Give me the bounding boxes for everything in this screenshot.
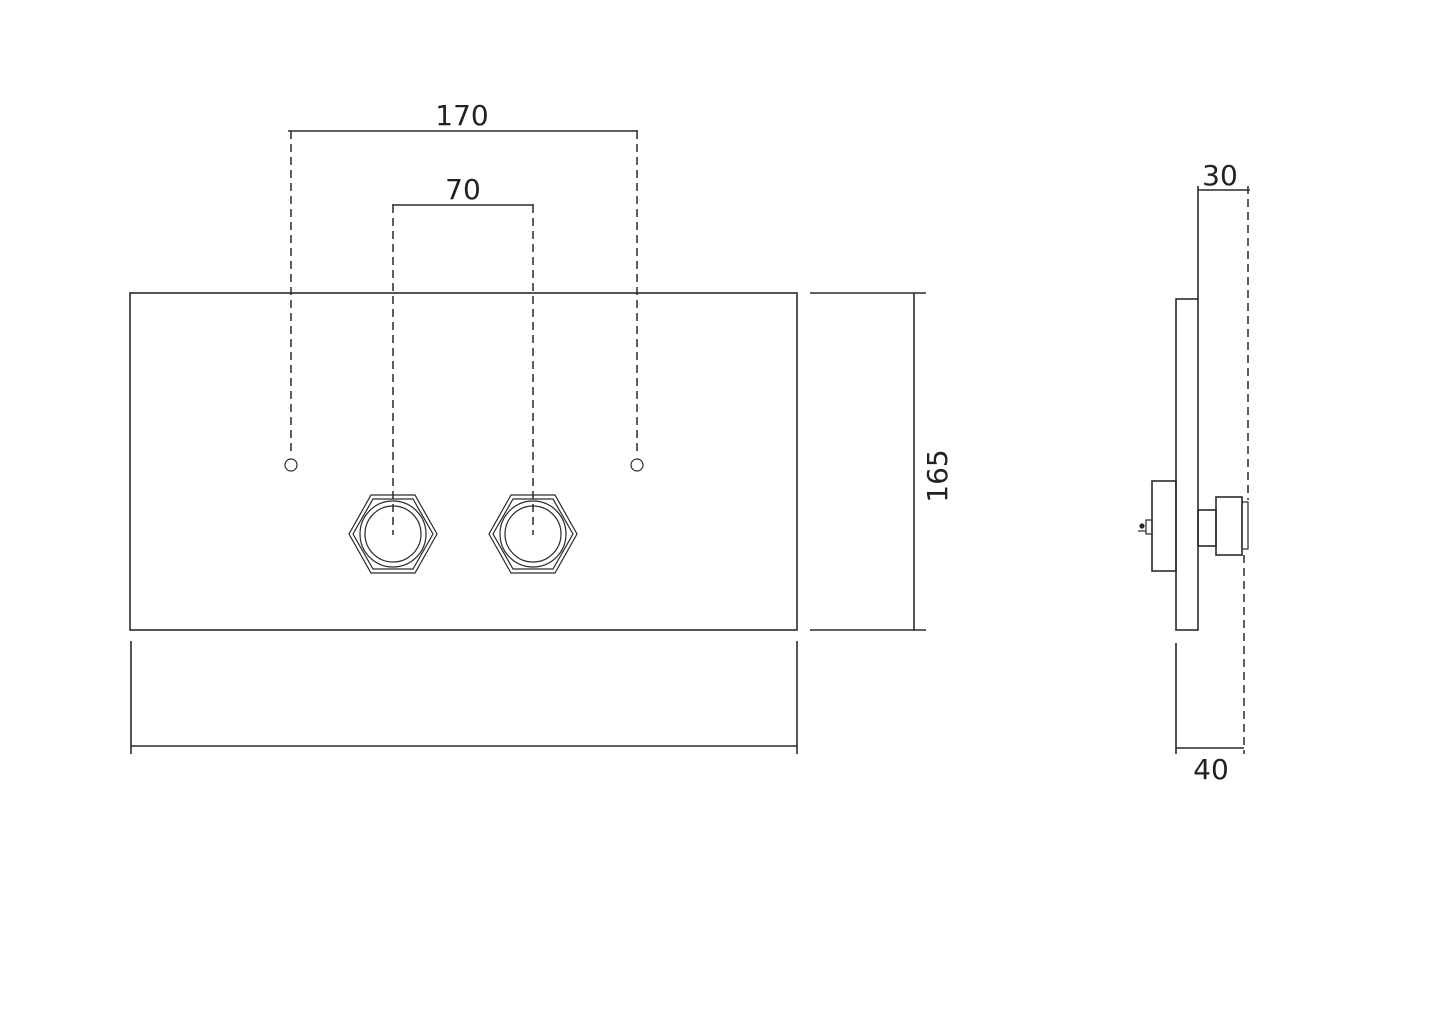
side-view: 30 40 [1138, 159, 1250, 786]
side-rear-nub [1145, 519, 1153, 535]
side-rear-body [1151, 480, 1177, 572]
dim-170-label: 170 [435, 99, 488, 132]
dim-40-label: 40 [1193, 753, 1229, 786]
side-rear-pin [1139, 523, 1145, 529]
mounting-hole-right [630, 458, 644, 472]
flush-button-left [348, 494, 438, 574]
button-left-face [364, 505, 422, 563]
dim-165-label: 165 [921, 449, 954, 502]
button-right-ring [499, 500, 567, 568]
front-view: 170 70 165 [129, 99, 954, 754]
side-button-cap [1241, 501, 1249, 550]
dim-70-label: 70 [445, 173, 481, 206]
hex-nut-left-outer [348, 494, 438, 574]
flush-button-right [488, 494, 578, 574]
dim-30-label: 30 [1202, 159, 1238, 192]
side-button-body [1215, 496, 1243, 556]
hex-nut-left-inner [352, 498, 434, 570]
mounting-hole-left [284, 458, 298, 472]
button-right-face [504, 505, 562, 563]
side-button-nut [1197, 509, 1217, 547]
front-plate [129, 292, 798, 631]
button-left-ring [359, 500, 427, 568]
hex-nut-right-outer [488, 494, 578, 574]
side-plate [1175, 298, 1199, 631]
hex-nut-right-inner [492, 498, 574, 570]
